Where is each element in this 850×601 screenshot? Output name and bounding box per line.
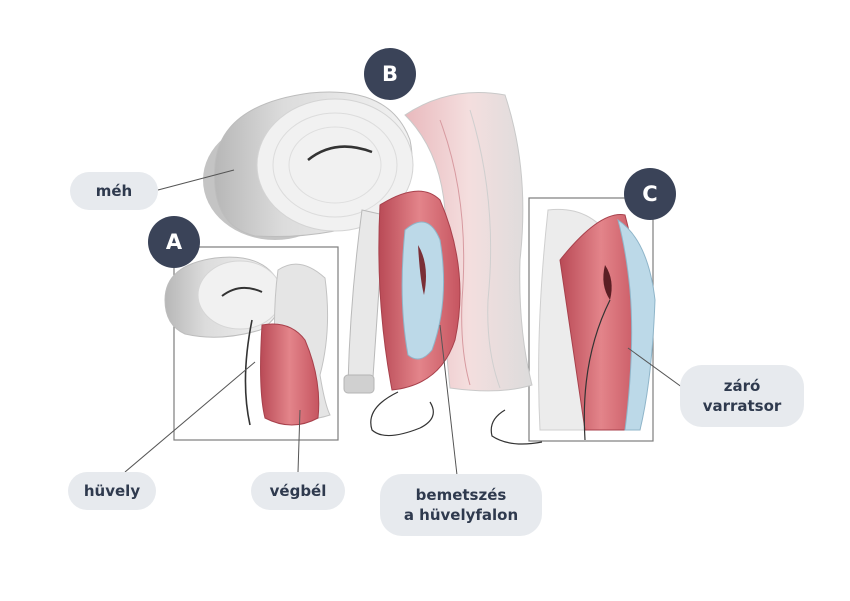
figure-a [164, 256, 331, 426]
marker-c: C [624, 168, 676, 220]
marker-a: A [148, 216, 200, 268]
label-zaro: záró varratsor [680, 365, 804, 427]
label-bemetszes: bemetszés a hüvelyfalon [380, 474, 542, 536]
leader-lines [124, 169, 691, 476]
label-vegbel: végbél [251, 472, 345, 510]
figure-b [203, 91, 543, 445]
marker-b: B [364, 48, 416, 100]
frame-a [173, 246, 339, 441]
label-meh: méh [70, 172, 158, 210]
figure-c [538, 208, 656, 441]
label-huvely: hüvely [68, 472, 156, 510]
